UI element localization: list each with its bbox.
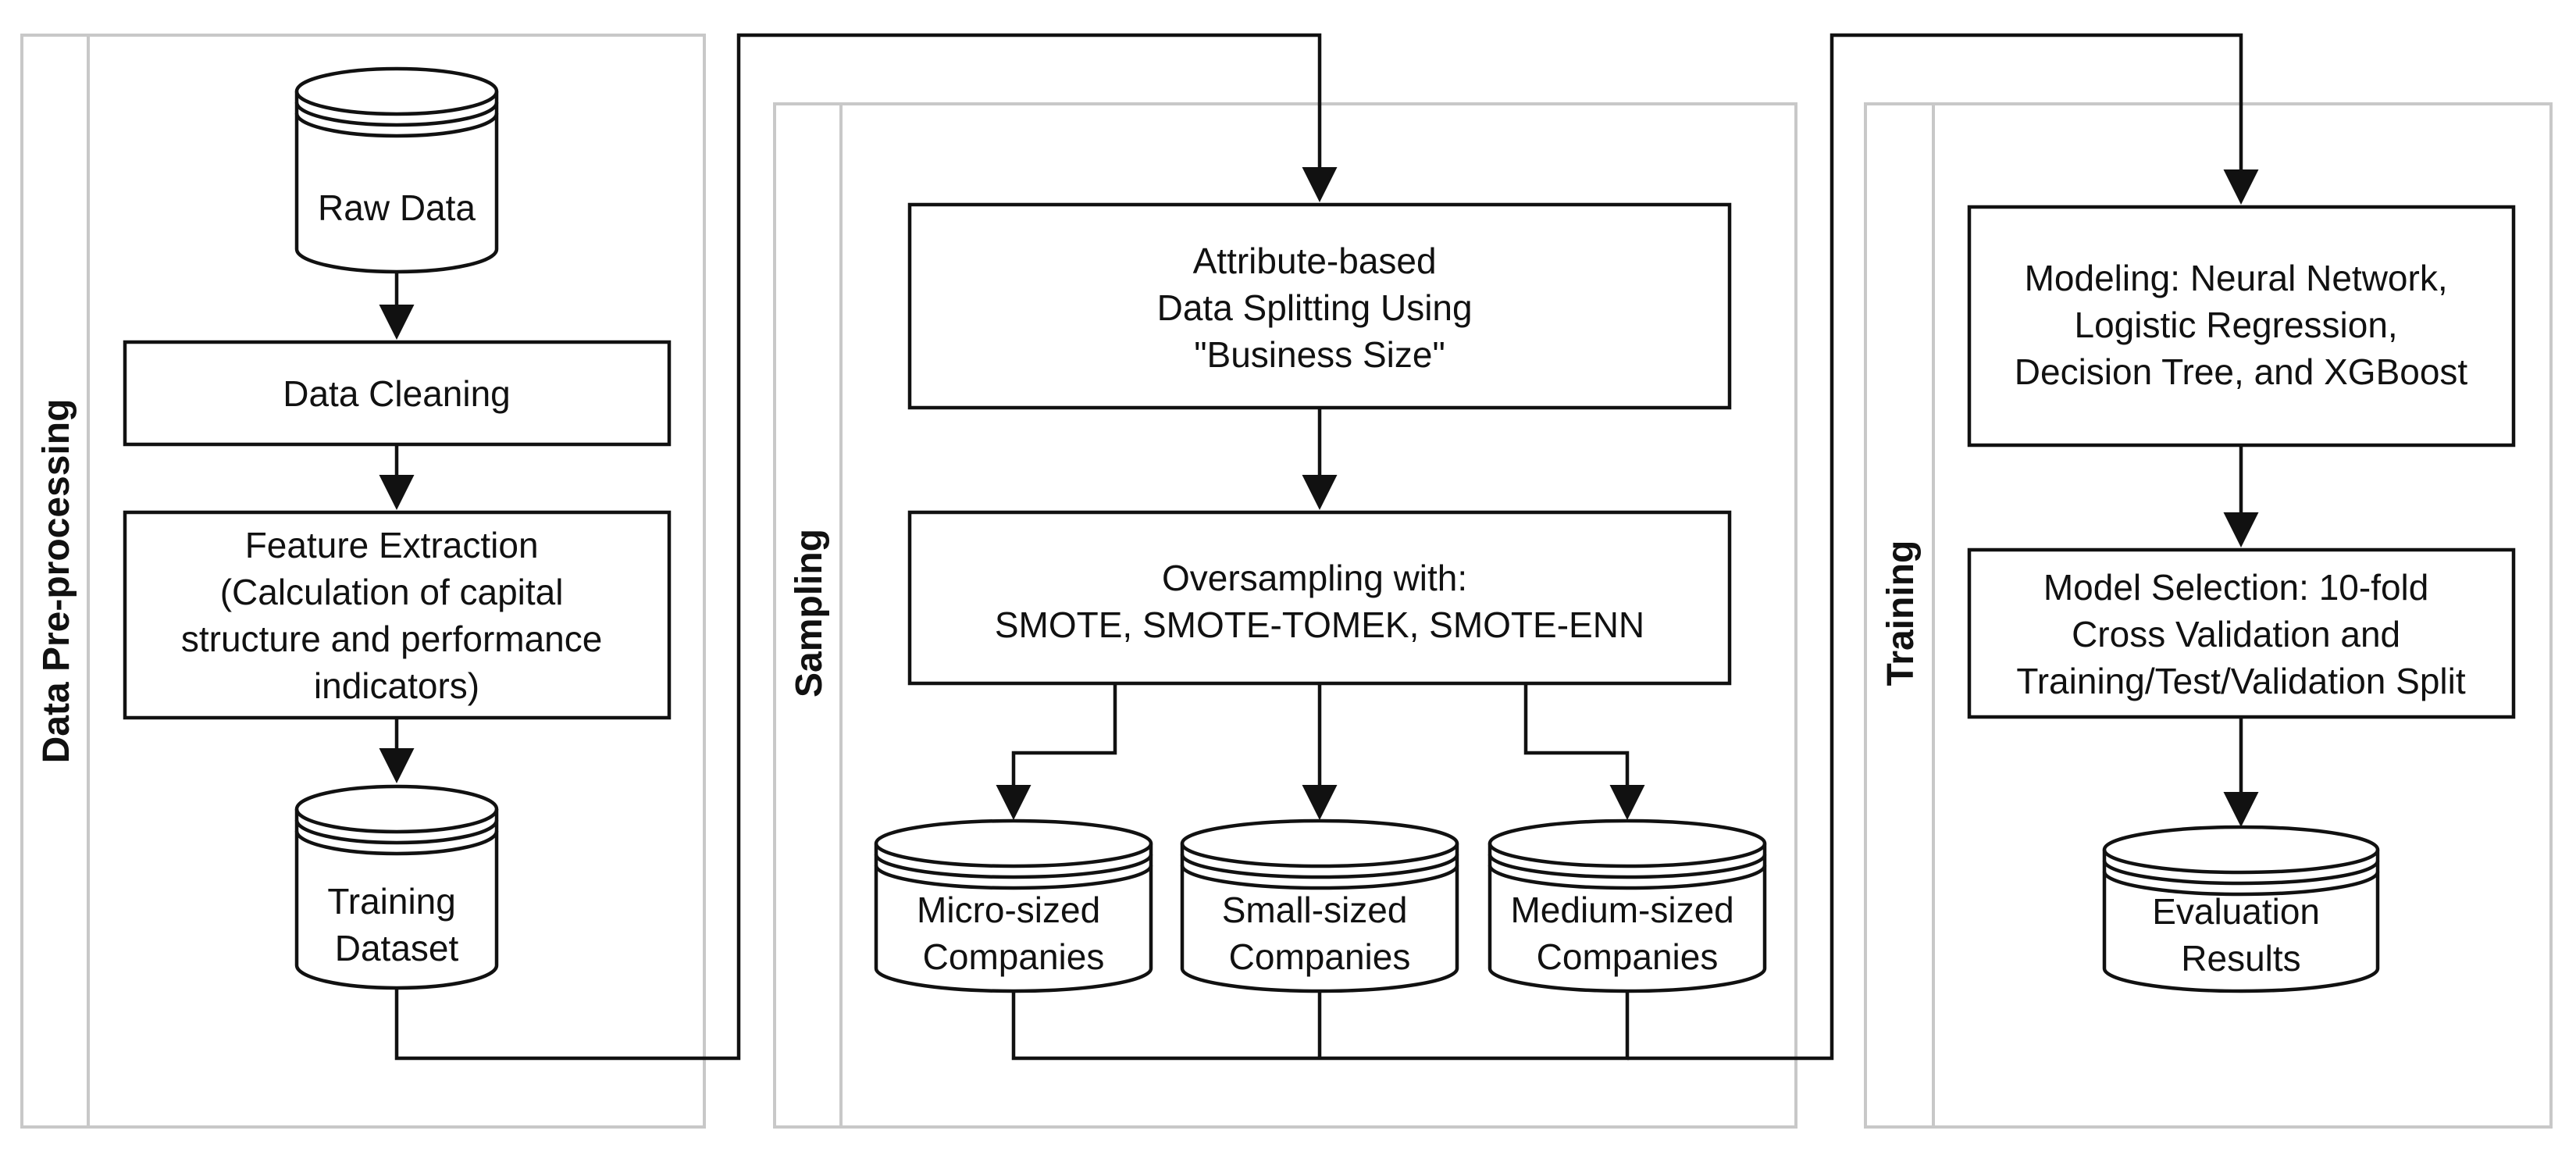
node-raw-data: Raw Data (294, 66, 499, 274)
oversampling-label: Oversampling with: SMOTE, SMOTE-TOMEK, S… (995, 558, 1644, 645)
connector-sampling-to-training (1627, 33, 2259, 1061)
attribute-split-label: Attribute-based Data Splitting Using "Bu… (1157, 241, 1483, 375)
node-modeling: Modeling: Neural Network, Logistic Regre… (1967, 205, 2516, 448)
node-small-sized-companies: Small-sized Companies (1180, 818, 1459, 993)
node-attribute-split: Attribute-based Data Splitting Using "Bu… (907, 202, 1732, 410)
medium-label: Medium-sized Companies (1510, 890, 1744, 977)
arrow-oversampling-to-micro (996, 683, 1117, 820)
node-micro-sized-companies: Micro-sized Companies (874, 818, 1153, 993)
lane-training: Training (1864, 102, 2553, 1129)
lane-sampling: Sampling (773, 102, 1797, 1129)
raw-data-label: Raw Data (318, 187, 476, 228)
lane-title-sampling: Sampling (789, 529, 830, 697)
lane-preprocessing: Data Pre-processing (20, 34, 706, 1129)
node-feature-extraction: Feature Extraction (Calculation of capit… (123, 510, 672, 720)
micro-label: Micro-sized Companies (917, 890, 1110, 977)
modeling-label: Modeling: Neural Network, Logistic Regre… (2015, 258, 2468, 392)
node-data-cleaning: Data Cleaning (123, 340, 672, 447)
model-selection-label: Model Selection: 10-fold Cross Validatio… (2016, 567, 2466, 701)
small-label: Small-sized Companies (1222, 890, 1418, 977)
arrow-oversampling-to-medium (1523, 683, 1645, 820)
connector-dataset-to-sampling (394, 33, 1338, 1061)
node-medium-sized-companies: Medium-sized Companies (1488, 818, 1767, 993)
training-dataset-label: Training Dataset (327, 881, 465, 968)
node-model-selection: Model Selection: 10-fold Cross Validatio… (1967, 547, 2516, 719)
node-oversampling: Oversampling with: SMOTE, SMOTE-TOMEK, S… (907, 510, 1732, 686)
connectors (379, 33, 2259, 1061)
data-cleaning-label: Data Cleaning (283, 373, 511, 414)
node-training-dataset: Training Dataset (294, 784, 499, 990)
node-evaluation-results: Evaluation Results (2102, 825, 2380, 993)
lane-title-training: Training (1880, 540, 1922, 686)
lane-title-preprocessing: Data Pre-processing (36, 399, 77, 764)
evaluation-label: Evaluation Results (2152, 891, 2330, 979)
feature-extraction-label: Feature Extraction (Calculation of capit… (181, 525, 612, 706)
